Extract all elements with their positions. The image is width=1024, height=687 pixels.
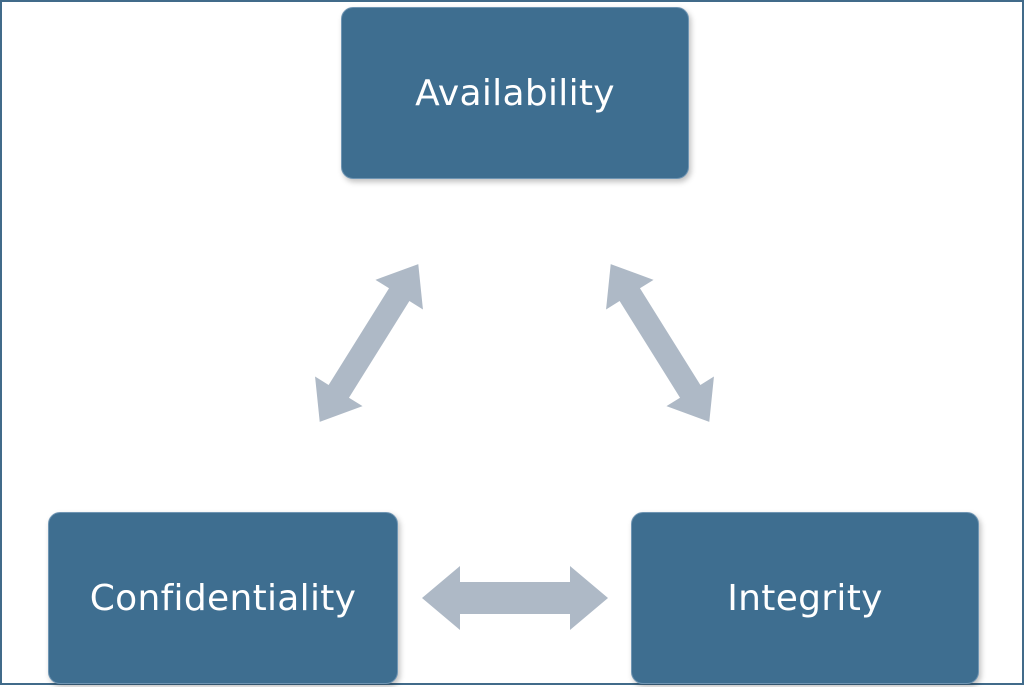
availability-box: Availability <box>341 7 689 179</box>
integrity-box: Integrity <box>631 512 979 684</box>
double-arrow-availability-integrity <box>606 264 714 422</box>
confidentiality-label: Confidentiality <box>89 577 357 619</box>
confidentiality-box: Confidentiality <box>48 512 398 684</box>
double-arrow-confidentiality-availability <box>315 264 423 422</box>
integrity-label: Integrity <box>727 577 883 619</box>
double-arrow-confidentiality-integrity <box>422 566 608 630</box>
availability-label: Availability <box>415 72 615 114</box>
